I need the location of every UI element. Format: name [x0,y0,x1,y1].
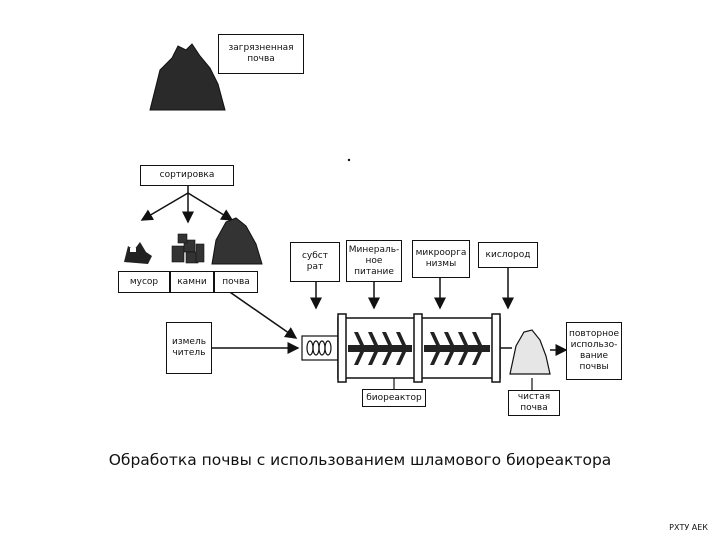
arrow-to-soil [187,192,234,221]
inlet-coil-icon [306,340,332,356]
arrow-soil-to-inlet [223,287,298,339]
soil-pile-icon [149,43,226,111]
substrate-box: субст рат [290,242,340,282]
crusher-box: измель читель [166,322,212,374]
bioreactor-box: биореактор [362,389,426,407]
arrow-to-trash [140,192,189,221]
stones-icon [171,233,205,264]
trash-icon [124,242,152,264]
soil-box: почва [214,271,258,293]
oxygen-box: кислород [478,242,538,268]
clean-soil-box: чистая почва [508,390,560,416]
diagram-caption: Обработка почвы с использованием шламово… [108,451,612,469]
soil-pile-small-icon [211,217,263,265]
microorganisms-box: микроорга низмы [412,240,470,278]
clean-soil-pile-icon [509,329,551,375]
contaminated-soil-box: загрязненная почва [218,34,304,74]
sorting-box: сортировка [140,165,234,186]
bioreactor-body [337,313,501,383]
mineral-nutrition-box: Минераль- ное питание [346,240,402,282]
corner-mark: РХТУ АЕК [669,523,708,532]
reuse-box: повторное использо- вание почвы [566,322,622,380]
trash-box: мусор [118,271,170,293]
stones-box: камни [170,271,214,293]
stray-dot [347,158,351,162]
